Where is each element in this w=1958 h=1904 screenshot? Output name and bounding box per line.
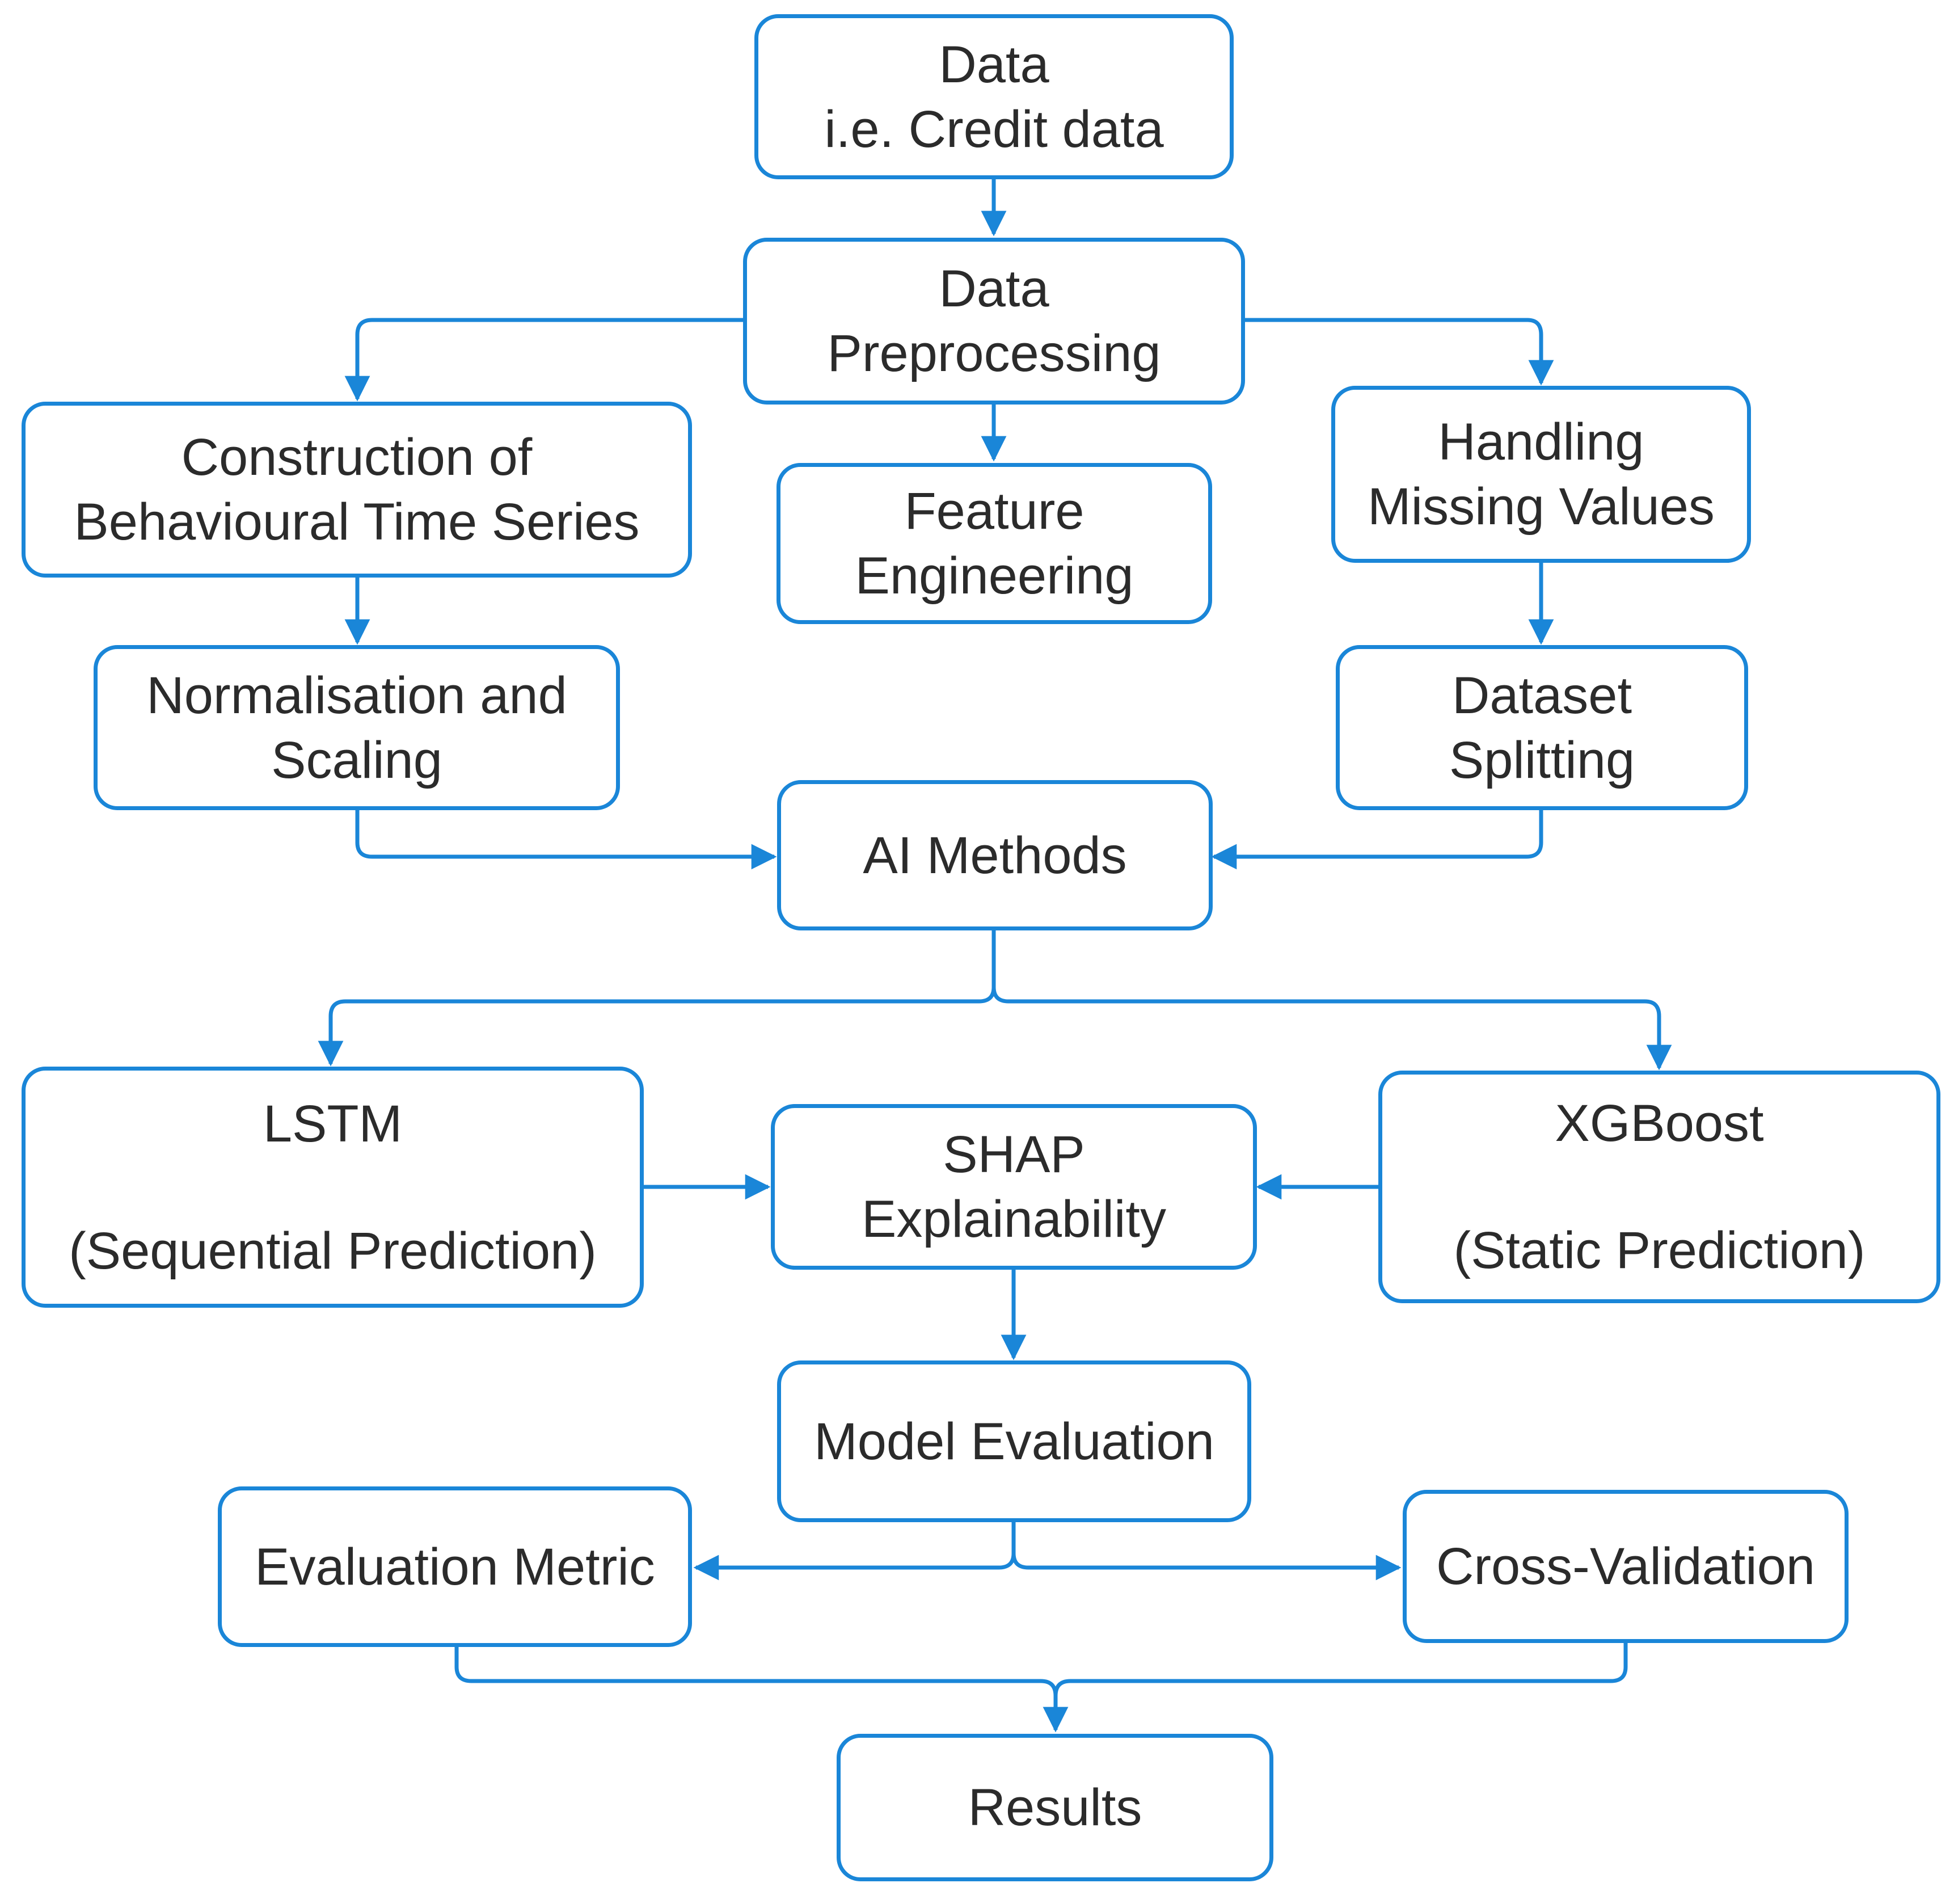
results-box: Results — [837, 1734, 1273, 1881]
evaluation-metric-box: Evaluation Metric — [218, 1486, 692, 1647]
data-box-line1: Data — [939, 35, 1049, 94]
arrow-splitting-to-ai — [1211, 810, 1543, 870]
cross-validation-label: Cross-Validation — [1436, 1537, 1816, 1595]
model-evaluation-label: Model Evaluation — [814, 1412, 1214, 1471]
feature-engineering-line1: Feature — [904, 482, 1085, 540]
missing-values-box: Handling Missing Values — [1331, 386, 1751, 563]
data-box-line2: i.e. Credit data — [824, 100, 1164, 158]
xgboost-line2: (Static Prediction) — [1453, 1221, 1866, 1279]
arrow-preprocessing-to-construction — [344, 318, 743, 402]
arrow-model-eval-to-metric — [693, 1522, 1016, 1581]
ai-methods-box: AI Methods — [777, 780, 1213, 930]
arrow-model-eval-to-cross-val — [1011, 1553, 1402, 1581]
shap-box: SHAP Explainability — [771, 1104, 1257, 1270]
lstm-line1: LSTM — [263, 1094, 403, 1153]
data-preprocessing-box: Data Preprocessing — [743, 238, 1245, 405]
shap-line1: SHAP — [943, 1126, 1085, 1183]
data-box: Data i.e. Credit data — [754, 14, 1234, 179]
xgboost-box: XGBoost (Static Prediction) — [1378, 1071, 1940, 1303]
ai-methods-label: AI Methods — [863, 826, 1127, 884]
arrow-metric-to-results — [454, 1647, 1069, 1733]
feature-engineering-box: Feature Engineering — [777, 463, 1212, 624]
evaluation-metric-label: Evaluation Metric — [255, 1537, 655, 1596]
dataset-splitting-line1: Dataset — [1451, 666, 1632, 724]
arrow-preprocessing-to-missing — [1245, 318, 1554, 386]
shap-line2: Explainability — [862, 1190, 1166, 1248]
cross-validation-box: Cross-Validation — [1403, 1490, 1849, 1643]
missing-values-line1: Handling — [1438, 413, 1644, 471]
arrow-normalisation-to-ai — [355, 810, 777, 870]
construction-line2: Behavioural Time Series — [74, 493, 640, 551]
dataset-splitting-box: Dataset Splitting — [1336, 645, 1748, 810]
lstm-box: LSTM (Sequential Prediction) — [22, 1067, 644, 1308]
feature-engineering-line2: Engineering — [855, 547, 1134, 605]
arrow-ai-to-xgboost — [991, 987, 1672, 1071]
data-preprocessing-line2: Preprocessing — [827, 325, 1161, 382]
xgboost-line1: XGBoost — [1555, 1094, 1764, 1152]
arrow-cross-val-to-results — [1053, 1643, 1628, 1696]
model-evaluation-box: Model Evaluation — [777, 1360, 1251, 1522]
construction-box: Construction of Behavioural Time Series — [22, 402, 692, 578]
normalisation-line2: Scaling — [271, 731, 442, 789]
normalisation-line1: Normalisation and — [146, 666, 567, 724]
lstm-line2: (Sequential Prediction) — [69, 1221, 597, 1280]
results-label: Results — [968, 1779, 1142, 1836]
construction-line1: Construction of — [181, 428, 533, 486]
arrow-ai-to-lstm — [318, 930, 996, 1067]
dataset-splitting-line2: Splitting — [1449, 731, 1635, 789]
normalisation-box: Normalisation and Scaling — [94, 645, 620, 810]
data-preprocessing-line1: Data — [939, 260, 1049, 318]
missing-values-line2: Missing Values — [1368, 478, 1715, 536]
